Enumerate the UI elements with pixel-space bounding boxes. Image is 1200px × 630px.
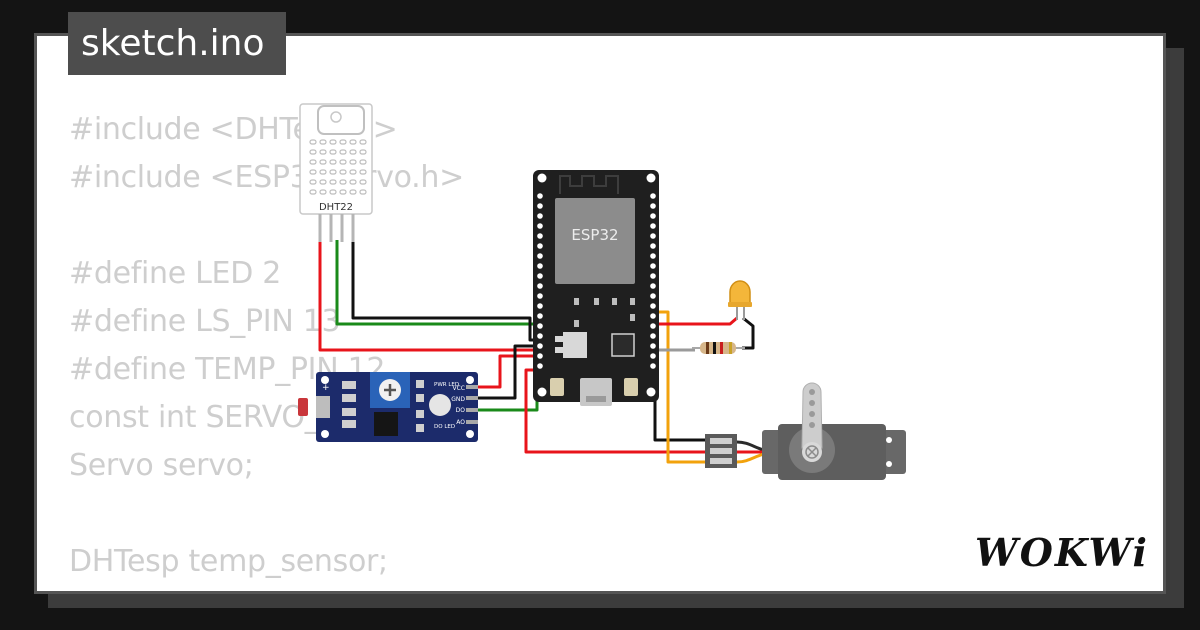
pin-label-ao: AO — [456, 419, 465, 426]
wire-led-cathode — [742, 316, 755, 350]
pin-label-gnd: GND — [451, 396, 465, 403]
wire-servo-signal — [652, 310, 705, 464]
do-led-label: DO LED — [434, 424, 455, 430]
file-tab[interactable]: sketch.ino — [68, 12, 286, 75]
wire-led-anode — [652, 316, 738, 326]
pin-label-vcc: VCC — [453, 385, 465, 392]
servo-motor[interactable] — [705, 382, 906, 480]
wire-dht-vcc — [318, 240, 537, 352]
dht22-label: DHT22 — [319, 202, 353, 213]
code-line: DHTesp temp_sensor; — [69, 544, 388, 579]
ldr-module[interactable]: + - PWR LED DO LED VCC GND DO AO — [298, 372, 478, 442]
reset-button[interactable] — [624, 378, 638, 396]
usb-uart-chip — [611, 333, 635, 357]
voltage-regulator — [563, 332, 587, 358]
svg-text:+: + — [322, 383, 330, 393]
resistor — [692, 342, 745, 354]
esp32-label: ESP32 — [571, 226, 618, 244]
comparator-chip — [374, 412, 398, 436]
code-line: Servo servo; — [69, 448, 254, 483]
wire-dht-data — [335, 240, 537, 326]
boot-button[interactable] — [550, 378, 564, 396]
esp32-left-pins — [537, 193, 543, 369]
led[interactable] — [728, 280, 752, 320]
wire-ldr-vcc — [476, 354, 537, 389]
ldr-indicator — [429, 394, 451, 416]
wokwi-logo: WOKWi — [975, 530, 1149, 575]
wire-dht-gnd — [351, 240, 537, 342]
esp32-right-pins — [650, 193, 656, 369]
code-line: #define LS_PIN 13 — [69, 304, 341, 339]
dht22-sensor[interactable]: DHT22 — [299, 103, 373, 242]
pin-label-do: DO — [456, 407, 466, 414]
wire-servo-gnd — [652, 343, 705, 442]
photoresistor — [298, 398, 308, 416]
esp32-board[interactable]: ESP32 — [533, 170, 659, 406]
antenna-trace — [559, 175, 619, 194]
pwr-led-label: PWR LED — [434, 382, 459, 388]
wire-ldr-gnd — [476, 344, 537, 400]
code-line: #define LED 2 — [69, 256, 282, 291]
